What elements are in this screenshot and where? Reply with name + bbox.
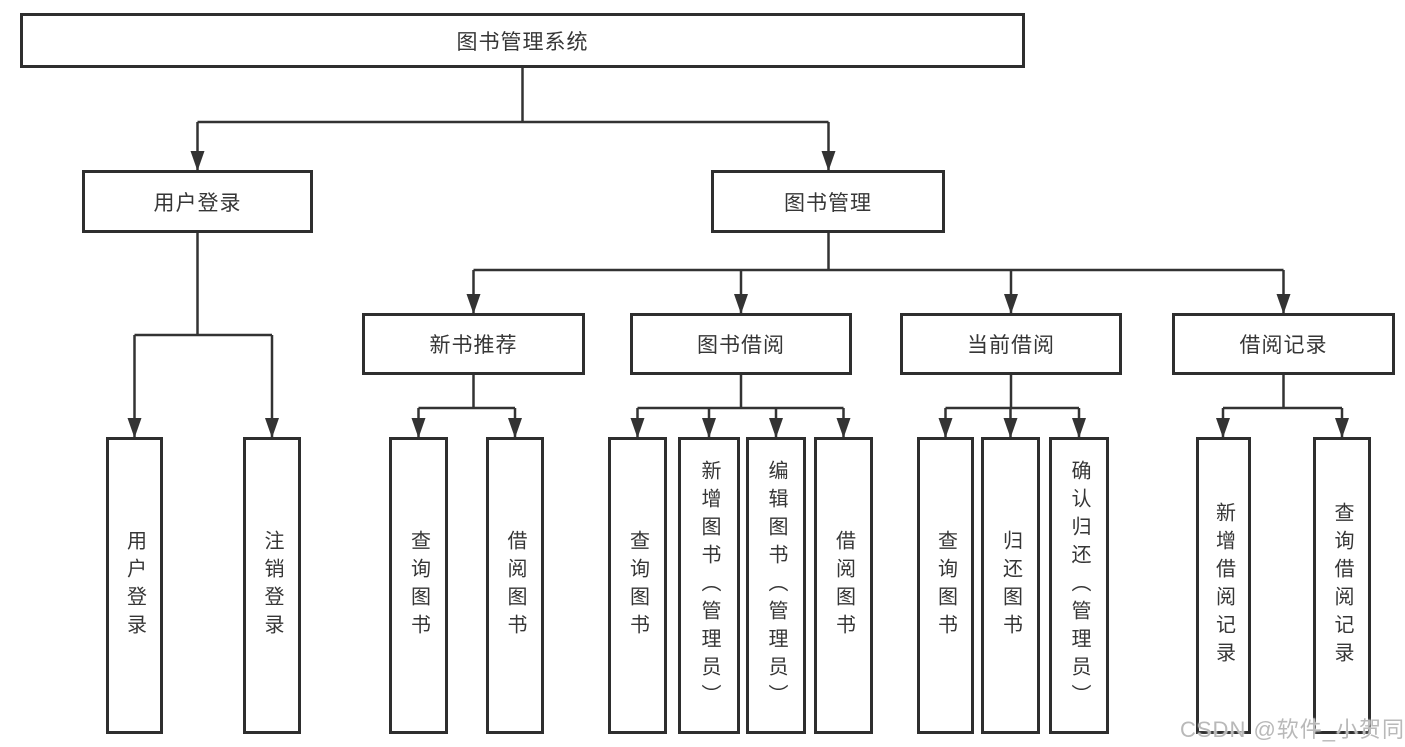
leaf-br-query-record: 查询借阅记录	[1313, 437, 1371, 734]
node-label: 查询借阅记录	[1331, 501, 1353, 670]
node-label: 归还图书	[999, 529, 1022, 642]
leaf-nbr-query-books: 查询图书	[389, 437, 448, 734]
node-label: 查询图书	[934, 529, 957, 642]
node-label: 新增图书（管理员）	[698, 459, 720, 712]
node-label: 图书管理	[784, 191, 872, 215]
node-label: 用户登录	[153, 191, 242, 215]
node-book-borrowing: 图书借阅	[630, 313, 852, 375]
node-label: 借阅图书	[832, 529, 855, 642]
leaf-logout: 注销登录	[243, 437, 301, 734]
node-label: 用户登录	[123, 529, 146, 642]
leaf-cb-confirm-return-admin: 确认归还（管理员）	[1049, 437, 1109, 734]
node-label: 确认归还（管理员）	[1068, 459, 1090, 712]
leaf-bb-add-books-admin: 新增图书（管理员）	[678, 437, 740, 734]
node-label: 借阅图书	[504, 529, 526, 642]
leaf-bb-borrow-books: 借阅图书	[814, 437, 873, 734]
node-label: 图书借阅	[697, 334, 785, 357]
node-label: 注销登录	[261, 529, 283, 642]
node-borrowing-records: 借阅记录	[1172, 313, 1395, 375]
node-label: 查询图书	[407, 529, 430, 642]
node-label: 编辑图书（管理员）	[765, 459, 787, 712]
leaf-bb-edit-books-admin: 编辑图书（管理员）	[746, 437, 806, 734]
node-label: 查询图书	[626, 529, 649, 642]
node-label: 当前借阅	[967, 334, 1055, 357]
node-label: 新增借阅记录	[1212, 501, 1235, 670]
node-label: 图书管理系统	[456, 30, 589, 54]
node-new-book-recommend: 新书推荐	[362, 313, 585, 375]
node-label: 新书推荐	[429, 334, 518, 357]
leaf-user-login: 用户登录	[106, 437, 163, 734]
node-label: 借阅记录	[1239, 334, 1328, 357]
leaf-cb-return-books: 归还图书	[981, 437, 1040, 734]
leaf-nbr-borrow-books: 借阅图书	[486, 437, 544, 734]
node-user-login: 用户登录	[82, 170, 313, 233]
node-root-system: 图书管理系统	[20, 13, 1025, 68]
leaf-br-add-record: 新增借阅记录	[1196, 437, 1251, 734]
leaf-cb-query-books: 查询图书	[917, 437, 974, 734]
csdn-watermark: CSDN @软件_小贺同学	[1180, 717, 1405, 742]
node-current-borrowing: 当前借阅	[900, 313, 1122, 375]
node-book-management: 图书管理	[711, 170, 945, 233]
leaf-bb-query-books: 查询图书	[608, 437, 667, 734]
